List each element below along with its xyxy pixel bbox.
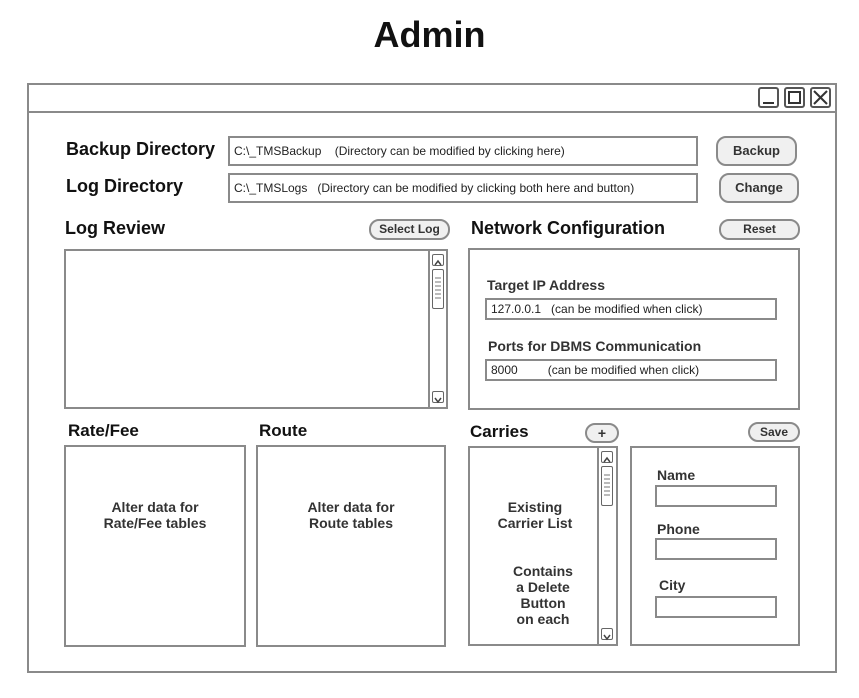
- select-log-button[interactable]: Select Log: [369, 219, 450, 240]
- carries-label: Carries: [470, 422, 529, 441]
- minimize-icon: [763, 102, 774, 104]
- network-configuration-panel: [468, 248, 800, 410]
- log-directory-label: Log Directory: [66, 176, 184, 196]
- city-label: City: [659, 577, 686, 593]
- rate-fee-label: Rate/Fee: [68, 421, 139, 440]
- scroll-thumb[interactable]: [432, 269, 444, 309]
- route-label: Route: [259, 421, 308, 440]
- backup-button[interactable]: Backup: [716, 136, 797, 166]
- carrier-list-panel[interactable]: Existing Carrier List Contains a Delete …: [468, 446, 618, 646]
- log-review-panel: [64, 249, 448, 409]
- carrier-list-text-2: Carrier List: [497, 515, 573, 531]
- reset-button[interactable]: Reset: [719, 219, 800, 240]
- network-configuration-label: Network Configuration: [471, 218, 665, 238]
- change-button[interactable]: Change: [719, 173, 799, 203]
- rate-fee-panel[interactable]: Alter data for Rate/Fee tables: [64, 445, 246, 647]
- rate-fee-text-1: Alter data for: [111, 499, 199, 515]
- chevron-up-icon[interactable]: [432, 254, 444, 266]
- log-review-scrollbar[interactable]: [428, 251, 446, 407]
- carrier-list-text-1: Existing: [507, 499, 563, 515]
- maximize-button[interactable]: [784, 87, 805, 108]
- chevron-down-icon[interactable]: [601, 628, 613, 641]
- rate-fee-text-2: Rate/Fee tables: [103, 515, 207, 531]
- target-ip-label: Target IP Address: [487, 277, 606, 293]
- route-text-2: Route tables: [308, 515, 393, 531]
- backup-directory-label: Backup Directory: [66, 139, 216, 159]
- city-field[interactable]: [655, 596, 777, 618]
- target-ip-field[interactable]: 127.0.0.1 (can be modified when click): [485, 298, 777, 320]
- carrier-note-1: Contains: [513, 563, 573, 579]
- phone-label: Phone: [657, 521, 700, 537]
- minimize-button[interactable]: [758, 87, 779, 108]
- save-button[interactable]: Save: [748, 422, 800, 442]
- chevron-up-icon[interactable]: [601, 451, 613, 463]
- ports-field[interactable]: 8000 (can be modified when click): [485, 359, 777, 381]
- name-label: Name: [657, 467, 696, 483]
- carrier-note-3: Button: [520, 595, 566, 611]
- page-title: Admin: [373, 14, 486, 55]
- backup-directory-field[interactable]: C:\_TMSBackup (Directory can be modified…: [228, 136, 698, 166]
- maximize-icon: [788, 91, 801, 104]
- carrier-note-4: on each: [516, 611, 570, 627]
- ports-label: Ports for DBMS Communication: [488, 338, 702, 354]
- carrier-list-scrollbar[interactable]: [597, 448, 616, 644]
- add-carrier-button[interactable]: +: [585, 423, 619, 443]
- carrier-note-2: a Delete: [516, 579, 570, 595]
- close-button[interactable]: [810, 87, 831, 108]
- close-icon: [813, 90, 828, 105]
- phone-field[interactable]: [655, 538, 777, 560]
- route-text-1: Alter data for: [307, 499, 395, 515]
- chevron-down-icon[interactable]: [432, 391, 444, 404]
- log-review-label: Log Review: [65, 218, 166, 238]
- name-field[interactable]: [655, 485, 777, 507]
- log-directory-field[interactable]: C:\_TMSLogs (Directory can be modified b…: [228, 173, 698, 203]
- route-panel[interactable]: Alter data for Route tables: [256, 445, 446, 647]
- titlebar-divider: [27, 111, 837, 113]
- scroll-thumb[interactable]: [601, 466, 613, 506]
